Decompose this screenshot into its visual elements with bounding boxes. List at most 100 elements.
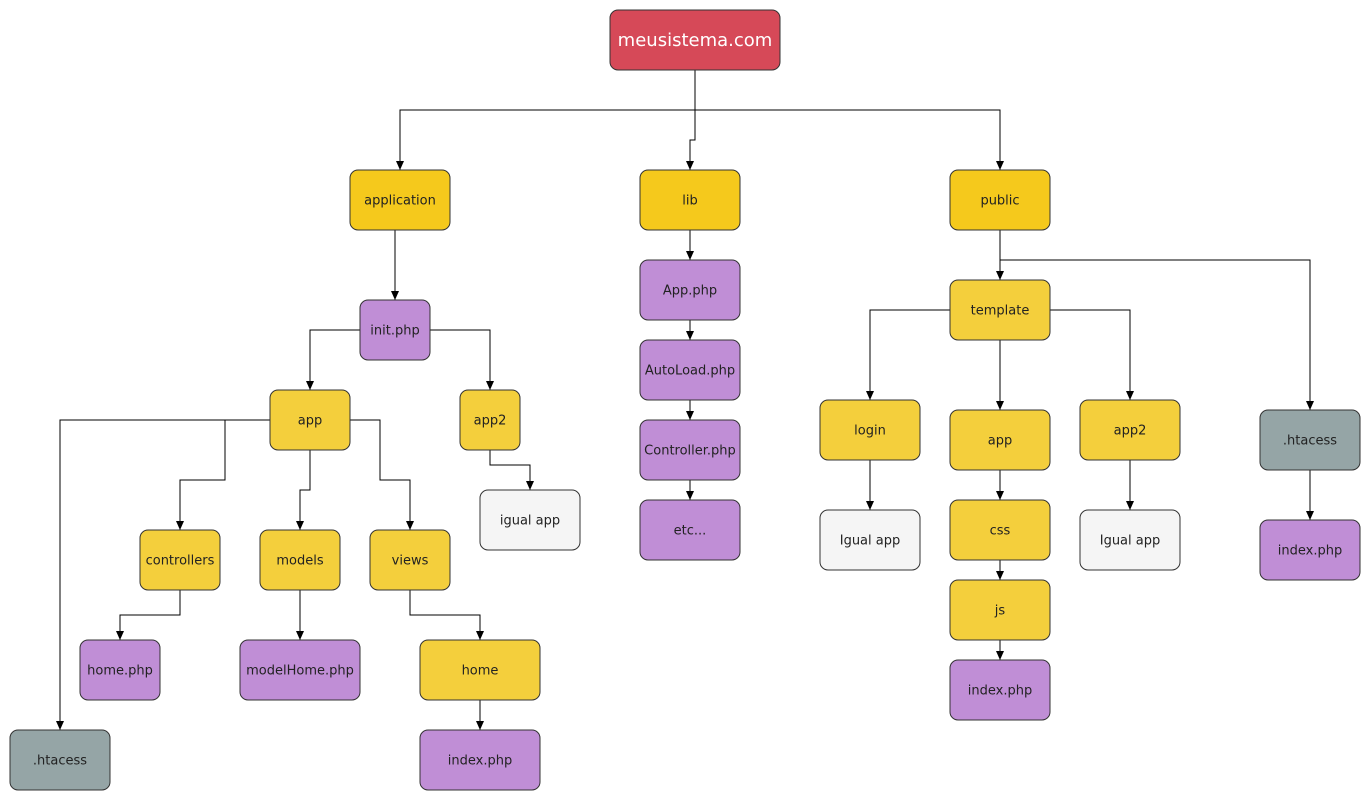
node-home-php[interactable]: home.php — [79, 639, 161, 701]
node-models[interactable]: models — [259, 529, 341, 591]
node-index-php-2-label: index.php — [968, 684, 1032, 699]
node-index-php-1[interactable]: index.php — [419, 729, 541, 791]
node-htaccess-2-box — [1259, 409, 1361, 471]
node-app[interactable]: app — [269, 389, 351, 451]
node-lib-box — [639, 169, 741, 231]
edge-root-application — [396, 70, 696, 170]
node-css-label: css — [990, 524, 1011, 539]
node-init-php-label: init.php — [370, 324, 419, 339]
node-views-label: views — [392, 554, 429, 569]
node-igual-app-2[interactable]: Igual app — [819, 509, 921, 571]
node-app-php[interactable]: App.php — [639, 259, 741, 321]
node-index-php-3-box — [1259, 519, 1361, 581]
node-root[interactable]: meusistema.com — [609, 9, 781, 71]
node-login-box — [819, 399, 921, 461]
node-index-php-1-label: index.php — [448, 754, 512, 769]
edge-app-views — [350, 419, 414, 530]
node-modelhome-php-label: modelHome.php — [246, 664, 354, 679]
edge-app-controllers — [176, 419, 270, 530]
node-controllers-label: controllers — [146, 554, 215, 569]
node-modelhome-php-box — [239, 639, 361, 701]
nodes: meusistema.com application lib public in… — [9, 9, 1361, 791]
node-models-label: models — [276, 554, 323, 569]
node-igual-app-1[interactable]: igual app — [479, 489, 581, 551]
node-home-box — [419, 639, 541, 701]
node-igual-app-2-label: Igual app — [840, 534, 901, 549]
node-pub-app-label: app — [988, 434, 1012, 449]
edge-root-public — [694, 70, 1004, 170]
edge-public-htaccess — [999, 230, 1314, 410]
node-pub-app-box — [949, 409, 1051, 471]
node-root-label: meusistema.com — [618, 30, 773, 51]
node-htaccess-2[interactable]: .htacess — [1259, 409, 1361, 471]
node-home-php-box — [79, 639, 161, 701]
node-views-box — [369, 529, 451, 591]
node-application[interactable]: application — [349, 169, 451, 231]
node-init-php-box — [359, 299, 431, 361]
node-js-label: js — [994, 604, 1006, 619]
node-home-label: home — [462, 664, 499, 679]
node-app2-box — [459, 389, 521, 451]
node-app-php-label: App.php — [663, 284, 717, 299]
node-models-box — [259, 529, 341, 591]
node-css[interactable]: css — [949, 499, 1051, 561]
node-pub-app2[interactable]: app2 — [1079, 399, 1181, 461]
node-index-php-2-box — [949, 659, 1051, 721]
node-pub-app2-box — [1079, 399, 1181, 461]
node-home[interactable]: home — [419, 639, 541, 701]
node-index-php-3[interactable]: index.php — [1259, 519, 1361, 581]
node-public[interactable]: public — [949, 169, 1051, 231]
node-public-box — [949, 169, 1051, 231]
node-template[interactable]: template — [949, 279, 1051, 341]
edge-app-models — [296, 450, 311, 530]
node-igual-app-1-box — [479, 489, 581, 551]
node-controller-php[interactable]: Controller.php — [639, 419, 741, 481]
node-modelhome-php[interactable]: modelHome.php — [239, 639, 361, 701]
node-index-php-3-label: index.php — [1278, 544, 1342, 559]
node-etc-label: etc... — [674, 524, 707, 539]
node-init-php[interactable]: init.php — [359, 299, 431, 361]
node-igual-app-3-label: Igual app — [1100, 534, 1161, 549]
node-autoload-php[interactable]: AutoLoad.php — [639, 339, 741, 401]
node-app-label: app — [298, 414, 322, 429]
node-controllers[interactable]: controllers — [139, 529, 221, 591]
connectors — [56, 70, 1314, 730]
node-igual-app-1-label: igual app — [500, 514, 560, 529]
node-root-box — [609, 9, 781, 71]
node-index-php-2[interactable]: index.php — [949, 659, 1051, 721]
edge-app-htaccess — [56, 419, 270, 730]
node-login[interactable]: login — [819, 399, 921, 461]
edge-init-app — [306, 329, 360, 390]
edge-init-app2 — [430, 329, 494, 390]
node-pub-app2-label: app2 — [1114, 424, 1147, 439]
node-app2[interactable]: app2 — [459, 389, 521, 451]
node-igual-app-3-box — [1079, 509, 1181, 571]
node-etc-box — [639, 499, 741, 561]
node-controllers-box — [139, 529, 221, 591]
node-css-box — [949, 499, 1051, 561]
node-lib[interactable]: lib — [639, 169, 741, 231]
edge-root-lib — [686, 70, 696, 170]
edge-app2-igual — [489, 450, 534, 490]
node-igual-app-3[interactable]: Igual app — [1079, 509, 1181, 571]
node-views[interactable]: views — [369, 529, 451, 591]
node-login-label: login — [854, 424, 886, 439]
node-htaccess-1-label: .htacess — [33, 754, 87, 769]
node-pub-app[interactable]: app — [949, 409, 1051, 471]
node-application-box — [349, 169, 451, 231]
node-template-label: template — [971, 304, 1030, 319]
node-htaccess-1[interactable]: .htacess — [9, 729, 111, 791]
node-index-php-1-box — [419, 729, 541, 791]
node-template-box — [949, 279, 1051, 341]
node-application-label: application — [364, 194, 436, 209]
node-lib-label: lib — [682, 194, 697, 209]
node-js-box — [949, 579, 1051, 641]
node-home-php-label: home.php — [87, 664, 153, 679]
node-app2-label: app2 — [474, 414, 507, 429]
edge-template-app2 — [1050, 309, 1134, 400]
node-etc[interactable]: etc... — [639, 499, 741, 561]
node-app-php-box — [639, 259, 741, 321]
node-js[interactable]: js — [949, 579, 1051, 641]
node-controller-php-box — [639, 419, 741, 481]
